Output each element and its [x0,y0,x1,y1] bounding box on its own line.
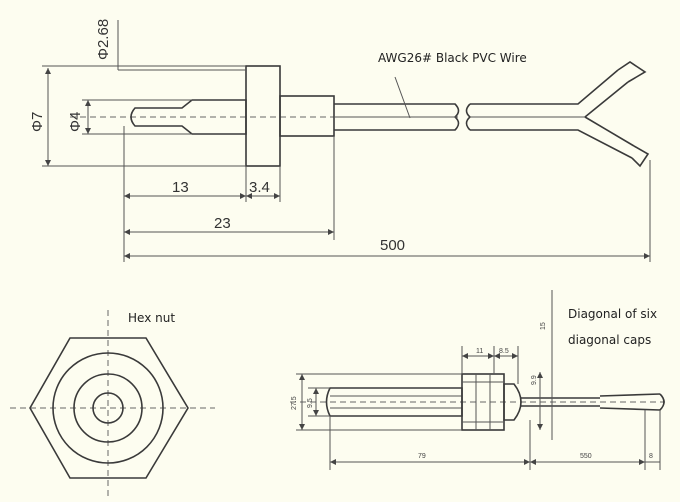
dim-79: 79 [418,453,426,460]
dim-23: 23 [214,215,231,232]
dim-550: 550 [580,453,592,460]
dim-15: 15 [540,322,547,330]
dim-13: 13 [172,179,189,196]
side-view-sensor [290,373,665,431]
dim-500: 500 [380,237,405,254]
wire-label: AWG26# Black PVC Wire [378,51,527,65]
dim-phi-7: Φ7 [29,112,46,132]
dim-11: 11 [476,348,483,355]
hex-nut-label: Hex nut [128,311,175,325]
dim-8: 8 [649,453,653,460]
top-view-dimension-labels: Φ2.68 Φ7 Φ4 13 3.4 23 500 [29,19,405,254]
dim-phi-2-68: Φ2.68 [95,19,112,60]
dim-3-4: 3.4 [249,179,270,196]
diagonal-label-line2: diagonal caps [568,333,651,347]
hex-nut-view [10,310,215,500]
side-view-dimensions [296,290,661,470]
side-view-dimension-labels: 11 8.5 15 27.5 9.5 9.9 79 550 8 [291,322,653,460]
dim-phi-4: Φ4 [67,112,84,132]
top-view-dimensions [42,20,651,262]
top-view-sensor [70,61,650,168]
dim-9-5: 9.5 [307,398,314,408]
dim-9-9: 9.9 [531,375,538,385]
diagonal-label-line1: Diagonal of six [568,307,657,321]
dim-27-5: 27.5 [291,396,298,410]
dim-8-5: 8.5 [499,348,509,355]
